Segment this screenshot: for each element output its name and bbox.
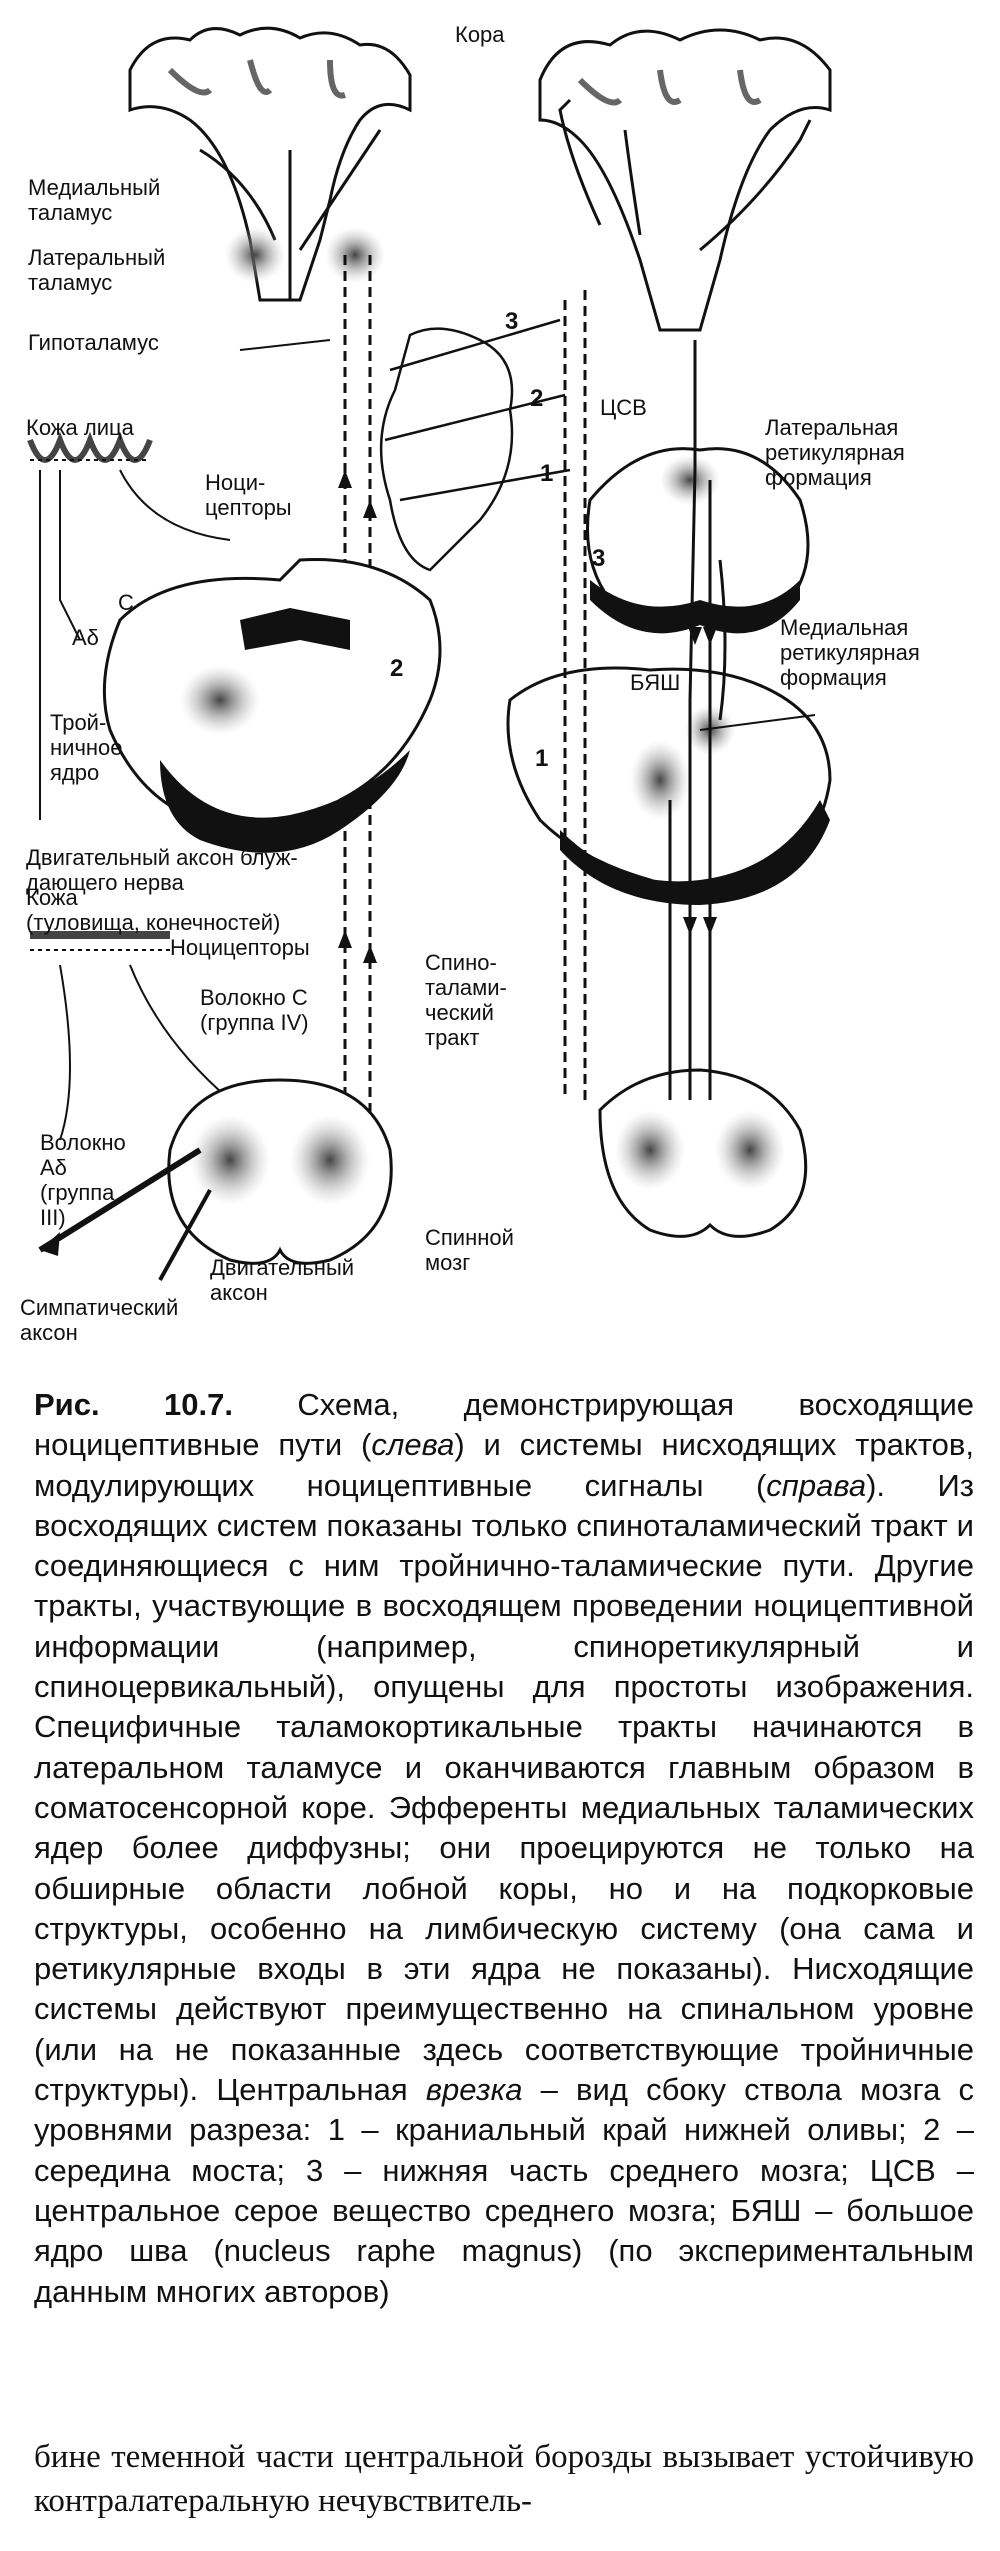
face-skin-layer [27,431,231,820]
label-fiber-c-group: Волокно C (группа IV) [200,985,309,1035]
lateral-thalamus-region [325,227,385,283]
label-body-skin: Кожа (туловища, конечностей) [26,885,281,935]
label-medial-thalamus: Медиальный таламус [28,175,161,225]
left-brain-section [128,26,412,302]
label-fiber-adelta: Aδ [72,625,99,650]
right-dashed-lines [563,290,587,1100]
label-medial-reticular: Медиальная ретикулярная формация [780,615,920,690]
brainstem-inset [379,318,571,572]
label-trigeminal-nucleus: Трой- ничное ядро [50,710,123,785]
label-face-skin: Кожа лица [26,415,134,440]
label-hypothalamus: Гипоталамус [28,330,159,355]
left-medulla-section [102,558,442,853]
caption-fig-label: Рис. 10.7. [34,1387,233,1422]
inset-level-2: 2 [530,385,544,412]
label-nociceptors-face: Ноци- цепторы [205,470,292,520]
label-csv: ЦСВ [600,395,647,420]
figure-caption: Рис. 10.7. Схема, демонстрирующая восход… [34,1387,975,2309]
label-fiber-c: C [118,590,134,615]
label-spinal-cord: Спинной мозг [425,1225,514,1275]
section-number-3: 3 [592,545,606,572]
label-byash: БЯШ [630,670,681,695]
section-number-2: 2 [390,655,404,682]
label-lateral-thalamus: Латеральный таламус [28,245,166,295]
right-brain-section [538,28,832,332]
label-fiber-adelta-group: Волокно Aδ (группа III) [40,1130,126,1230]
section-number-1: 1 [535,745,549,772]
label-motor-axon: Двигательный аксон [210,1255,355,1305]
ascending-arrows [338,470,377,963]
left-spinal-cord [38,1078,393,1281]
descending-arrows [683,627,717,935]
label-sympathetic-axon: Симпатический аксон [20,1295,179,1345]
body-skin-layer [30,931,231,1141]
label-spinothalamic-tract: Спино- талами- ческий тракт [425,950,507,1050]
label-vagus-motor-axon: Двигательный аксон блуж- дающего нерва [26,845,298,895]
label-cortex: Кора [455,22,505,47]
label-lateral-reticular: Латеральная ретикулярная формация [765,415,905,490]
inset-level-1: 1 [540,460,554,487]
inset-pointer-lines [239,339,816,731]
label-nociceptors-body: Ноцицепторы [170,935,310,960]
medial-thalamus-region [225,227,285,283]
body-paragraph-fragment: бине теменной части центральной борозды … [34,2439,974,2519]
inset-level-3: 3 [505,308,519,335]
descending-tract-lines [668,340,727,1100]
nociceptive-pathways-diagram [27,26,832,1281]
